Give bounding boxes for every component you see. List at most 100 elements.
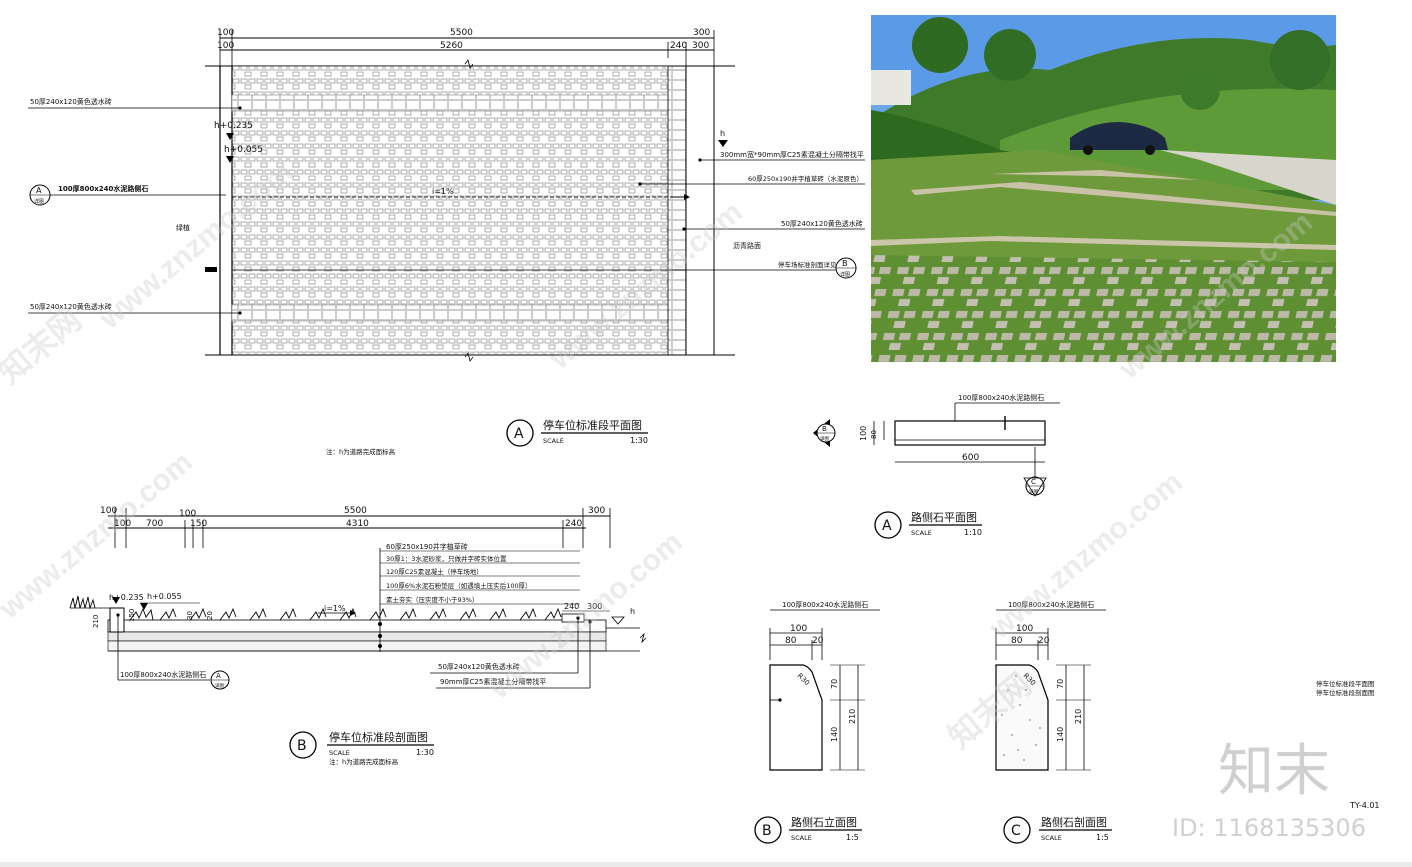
curb-plan-scale-label: SCALE	[911, 529, 932, 537]
section-dim-100c: 100	[179, 509, 196, 519]
sheet-legend-2: 停车位标准段剖面图	[1316, 688, 1375, 697]
curb-sect-dim-140: 140	[1056, 727, 1065, 742]
plan-dim-left: 100	[217, 28, 234, 38]
curb-plan-dim-600: 600	[962, 453, 979, 463]
section-layer-4: 100厚6%水泥石粉垫层（如遇填土压实后100厚）	[386, 581, 532, 590]
plan-level-h: h	[720, 129, 725, 138]
plan-dim-total: 5500	[450, 28, 473, 38]
curb-plan-ref-b-sub: 详图	[820, 435, 829, 442]
section-dim-4310: 4310	[346, 519, 369, 529]
plan-ref-b-sub: 详图	[840, 271, 850, 278]
plan-note-brick-bottom: 50厚240x120黄色透水砖	[30, 302, 112, 311]
section-dim-240: 240	[565, 519, 582, 529]
footer-bar	[0, 862, 1412, 867]
curb-sect-dim-20: 20	[1038, 636, 1050, 646]
plan-ref-a-letter: A	[36, 186, 42, 195]
curb-elev-dim-140: 140	[830, 727, 839, 742]
plan-dim-row2-a: 240	[670, 41, 687, 51]
brand-logo: 知末	[1218, 739, 1330, 804]
plan-note-grass: 60厚250x190井字植草砖（水泥原色）	[748, 174, 863, 183]
section-dim-100a: 100	[100, 506, 117, 516]
watermark-6: www.znzmo.com	[983, 465, 1189, 646]
section-dim-210: 210	[92, 615, 100, 628]
plan-note-section-ref: 停车场标准剖面详见	[778, 260, 837, 269]
curb-sect-dim-210: 210	[1074, 709, 1083, 724]
curb-sect-scale: 1:5	[1096, 833, 1109, 842]
section-view: 100 5500 300 100 700 100 150 4310 240	[69, 506, 647, 766]
section-dim-300: 300	[588, 506, 605, 516]
watermark-5: www.znzmo.com	[483, 525, 689, 706]
curb-elev-scale-label: SCALE	[791, 834, 812, 842]
curb-plan-ref-b: B	[822, 425, 827, 433]
curb-elev-dim-80: 80	[785, 636, 797, 646]
plan-note-curb: 100厚800x240水泥路侧石	[58, 184, 148, 193]
curb-elev-dim-70: 70	[830, 679, 839, 689]
curb-sect-title: 路侧石剖面图	[1041, 815, 1107, 829]
section-scale-label: SCALE	[329, 749, 350, 757]
section-layer-5: 素土夯实（压实度不小于93%）	[386, 595, 478, 604]
section-scale: 1:30	[416, 748, 434, 757]
curb-plan-title: 路侧石平面图	[911, 511, 977, 524]
plan-note-asphalt: 沥青路面	[733, 241, 761, 250]
watermark-cn-1: 知末网	[0, 301, 88, 390]
section-level-1: h+0.235	[109, 593, 144, 602]
curb-plan-title-letter: A	[882, 518, 892, 534]
curb-elevation-view: 100厚800x240水泥路侧石 100 80 20 R30 70 140 21…	[754, 600, 880, 844]
plan-scale-label: SCALE	[543, 437, 564, 445]
curb-elev-note: 100厚800x240水泥路侧石	[782, 600, 868, 609]
plan-title-letter: A	[514, 426, 524, 442]
plan-level-1: h+0.235	[214, 121, 253, 131]
section-dim-700: 700	[146, 519, 163, 529]
curb-section-view: 100厚800x240水泥路侧石 100 80 20 R30 70 140 21…	[995, 600, 1112, 844]
curb-plan-view: 100厚800x240水泥路侧石 600 100 80 B 详图 C 详图 A …	[813, 393, 1060, 539]
image-id: ID: 1168135306	[1172, 814, 1366, 842]
plan-note-green: 绿植	[176, 223, 190, 232]
section-dim-300r: 300	[587, 602, 602, 611]
section-dim-150: 150	[190, 519, 207, 529]
curb-plan-dim-80: 80	[870, 430, 878, 439]
plan-scale: 1:30	[630, 436, 648, 445]
section-dim-30: 30	[186, 611, 194, 620]
plan-title: 停车位标准段平面图	[543, 418, 642, 432]
section-note-concrete: 90mm厚C25素混凝土分隔带找平	[440, 677, 546, 686]
plan-dim-row2-b: 300	[692, 41, 709, 51]
section-dim-5500: 5500	[344, 506, 367, 516]
curb-plan-note: 100厚800x240水泥路侧石	[958, 393, 1044, 402]
section-note-curb: 100厚800x240水泥路侧石	[120, 670, 206, 679]
curb-elev-dim-20: 20	[812, 636, 824, 646]
section-title-letter: B	[297, 738, 307, 754]
plan-ref-b-letter: B	[842, 259, 848, 268]
plan-dim-row2-left: 100	[217, 41, 234, 51]
grass-paver-row	[129, 607, 562, 621]
parking-photo	[871, 15, 1336, 362]
curb-sect-note: 100厚800x240水泥路侧石	[1008, 600, 1094, 609]
drawing-number: TY-4.01	[1349, 801, 1380, 810]
section-layer-3: 120厚C25素混凝土（停车场地）	[386, 567, 483, 576]
section-level-2: h+0.055	[147, 592, 182, 601]
section-ref-letter: A	[216, 672, 221, 680]
plan-note-band: 300mm宽*90mm厚C25素混凝土分隔带找平	[720, 150, 864, 159]
plan-view: 5500 100 300 100 5260 240 300 50厚240x120…	[28, 28, 865, 456]
curb-plan-dim-100: 100	[859, 426, 868, 441]
section-dim-100b: 100	[114, 519, 131, 529]
curb-sect-scale-label: SCALE	[1041, 834, 1062, 842]
section-dim-20: 20	[206, 611, 214, 620]
section-layer-2: 30厚1：3水泥砂浆，只做井字砖实体位置	[386, 554, 507, 563]
plan-dim-right: 300	[693, 28, 710, 38]
plan-slope: i=1%	[432, 187, 454, 196]
section-note-brick: 50厚240x120黄色透水砖	[438, 662, 520, 671]
curb-sect-dim-80: 80	[1011, 636, 1023, 646]
section-level-h: h	[630, 607, 635, 616]
curb-plan-scale: 1:10	[964, 528, 982, 537]
concrete-hatch	[1001, 675, 1041, 761]
sheet-info: 停车位标准段平面图 停车位标准段剖面图 TY-4.01 知末 ID: 11681…	[1172, 679, 1380, 842]
curb-sect-title-letter: C	[1011, 823, 1021, 839]
sheet-legend-1: 停车位标准段平面图	[1316, 679, 1375, 688]
curb-sect-dim-70: 70	[1056, 679, 1065, 689]
curb-plan-ref-c-sub: 详图	[1029, 488, 1038, 495]
plan-dim-row2-mid: 5260	[440, 41, 463, 51]
section-slope: i=1%	[324, 604, 346, 613]
section-title: 停车位标准段剖面图	[329, 730, 428, 744]
plan-level-2: h+0.055	[224, 145, 263, 155]
